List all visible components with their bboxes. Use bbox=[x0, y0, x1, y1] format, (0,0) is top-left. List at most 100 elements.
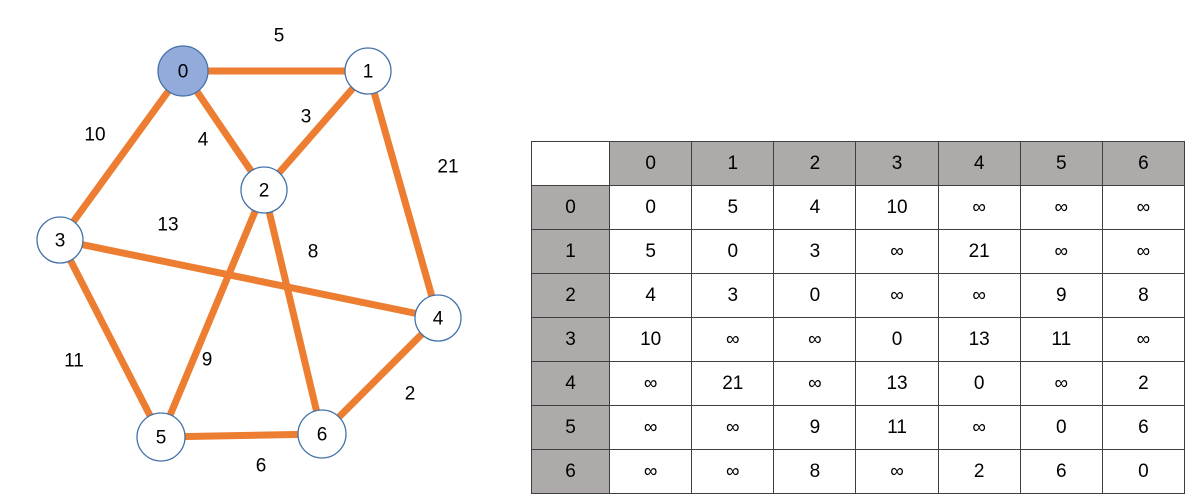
edge-weight-2-5: 9 bbox=[201, 349, 213, 371]
matrix-cell-4-3: 13 bbox=[855, 361, 939, 406]
matrix-cell-0-1: 5 bbox=[691, 185, 775, 230]
matrix-column-header-2: 2 bbox=[773, 141, 857, 186]
edge-weight-0-2: 4 bbox=[197, 129, 209, 151]
graph-edges bbox=[56, 67, 442, 441]
matrix-row-header-1: 1 bbox=[530, 229, 611, 274]
node-circle-2 bbox=[240, 166, 288, 214]
node-label-0: 0 bbox=[178, 62, 189, 83]
matrix-column-header-0: 0 bbox=[609, 141, 693, 186]
matrix-cell-5-1: ∞ bbox=[691, 405, 775, 450]
edge-weight-3-4: 13 bbox=[157, 214, 179, 236]
graph-node-6[interactable]: 6 bbox=[297, 409, 347, 459]
matrix-cell-1-5: ∞ bbox=[1019, 229, 1103, 274]
graph-edge-3-4 bbox=[59, 236, 439, 322]
node-circle-6 bbox=[297, 409, 347, 459]
edge-weight-0-3: 10 bbox=[84, 124, 106, 146]
edge-weight-2-6: 8 bbox=[307, 241, 319, 263]
node-label-1: 1 bbox=[363, 62, 374, 83]
matrix-cell-6-2: 8 bbox=[773, 449, 857, 494]
matrix-cell-5-6: 6 bbox=[1101, 405, 1186, 450]
matrix-row-header-4: 4 bbox=[530, 361, 611, 406]
matrix-cell-3-2: ∞ bbox=[773, 317, 857, 362]
matrix-column-header-1: 1 bbox=[691, 141, 775, 186]
node-circle-5 bbox=[136, 412, 186, 462]
matrix-column-header-6: 6 bbox=[1101, 141, 1186, 186]
matrix-cell-5-2: 9 bbox=[773, 405, 857, 450]
matrix-cell-4-0: ∞ bbox=[609, 361, 693, 406]
graph-node-4[interactable]: 4 bbox=[414, 294, 462, 342]
matrix-cell-0-3: 10 bbox=[855, 185, 939, 230]
matrix-column-header-5: 5 bbox=[1019, 141, 1103, 186]
node-label-4: 4 bbox=[433, 309, 444, 330]
matrix-cell-3-5: 11 bbox=[1019, 317, 1103, 362]
graph-canvas: 0 1 2 3 4 5 6 bbox=[36, 45, 462, 462]
matrix-cell-6-0: ∞ bbox=[609, 449, 693, 494]
matrix-column-header-3: 3 bbox=[855, 141, 939, 186]
graph-edge-4-6 bbox=[319, 315, 441, 437]
node-label-2: 2 bbox=[259, 181, 270, 202]
matrix-cell-6-5: 6 bbox=[1019, 449, 1103, 494]
matrix-cell-2-0: 4 bbox=[609, 273, 693, 318]
matrix-cell-4-2: ∞ bbox=[773, 361, 857, 406]
matrix-cell-4-6: 2 bbox=[1101, 361, 1186, 406]
matrix-cell-5-0: ∞ bbox=[609, 405, 693, 450]
matrix-cell-5-5: 0 bbox=[1019, 405, 1103, 450]
matrix-cell-4-5: ∞ bbox=[1019, 361, 1103, 406]
graph-edge-1-4 bbox=[364, 70, 442, 319]
matrix-corner-cell bbox=[530, 141, 611, 186]
matrix-row-header-0: 0 bbox=[530, 185, 611, 230]
graph-node-5[interactable]: 5 bbox=[136, 412, 186, 462]
matrix-cell-3-6: ∞ bbox=[1101, 317, 1186, 362]
matrix-row-header-5: 5 bbox=[530, 405, 611, 450]
graph-node-2[interactable]: 2 bbox=[240, 166, 288, 214]
graph-edge-0-3 bbox=[57, 68, 186, 243]
matrix-cell-1-3: ∞ bbox=[855, 229, 939, 274]
matrix-cell-3-0: 10 bbox=[609, 317, 693, 362]
graph-edge-2-6 bbox=[260, 189, 326, 435]
matrix-cell-2-1: 3 bbox=[691, 273, 775, 318]
graph-node-0[interactable]: 0 bbox=[157, 45, 209, 97]
edge-weight-1-4: 21 bbox=[437, 156, 459, 178]
matrix-cell-6-6: 0 bbox=[1101, 449, 1186, 494]
matrix-cell-1-0: 5 bbox=[609, 229, 693, 274]
matrix-row-header-6: 6 bbox=[530, 449, 611, 494]
node-circle-4 bbox=[414, 294, 462, 342]
matrix-cell-0-6: ∞ bbox=[1101, 185, 1186, 230]
graph-node-1[interactable]: 1 bbox=[344, 47, 392, 95]
matrix-cell-2-2: 0 bbox=[773, 273, 857, 318]
node-label-3: 3 bbox=[55, 231, 66, 252]
matrix-cell-1-4: 21 bbox=[937, 229, 1021, 274]
matrix-cell-5-4: ∞ bbox=[937, 405, 1021, 450]
graph-edge-1-2 bbox=[261, 68, 371, 193]
matrix-cell-3-3: 0 bbox=[855, 317, 939, 362]
matrix-cell-4-1: 21 bbox=[691, 361, 775, 406]
edge-weight-4-6: 2 bbox=[404, 383, 416, 405]
matrix-cell-3-1: ∞ bbox=[691, 317, 775, 362]
matrix-cell-6-4: 2 bbox=[937, 449, 1021, 494]
matrix-cell-6-3: ∞ bbox=[855, 449, 939, 494]
node-circle-3 bbox=[36, 216, 84, 264]
graph-nodes: 0 1 2 3 4 5 6 bbox=[36, 45, 462, 462]
matrix-cell-3-4: 13 bbox=[937, 317, 1021, 362]
matrix-cell-6-1: ∞ bbox=[691, 449, 775, 494]
graph-edge-2-5 bbox=[157, 188, 268, 439]
node-circle-1 bbox=[344, 47, 392, 95]
graph-node-3[interactable]: 3 bbox=[36, 216, 84, 264]
matrix-cell-2-6: 8 bbox=[1101, 273, 1186, 318]
matrix-cell-0-2: 4 bbox=[773, 185, 857, 230]
node-label-5: 5 bbox=[156, 428, 167, 449]
node-label-6: 6 bbox=[317, 425, 328, 446]
graph-edge-5-6 bbox=[160, 430, 323, 441]
